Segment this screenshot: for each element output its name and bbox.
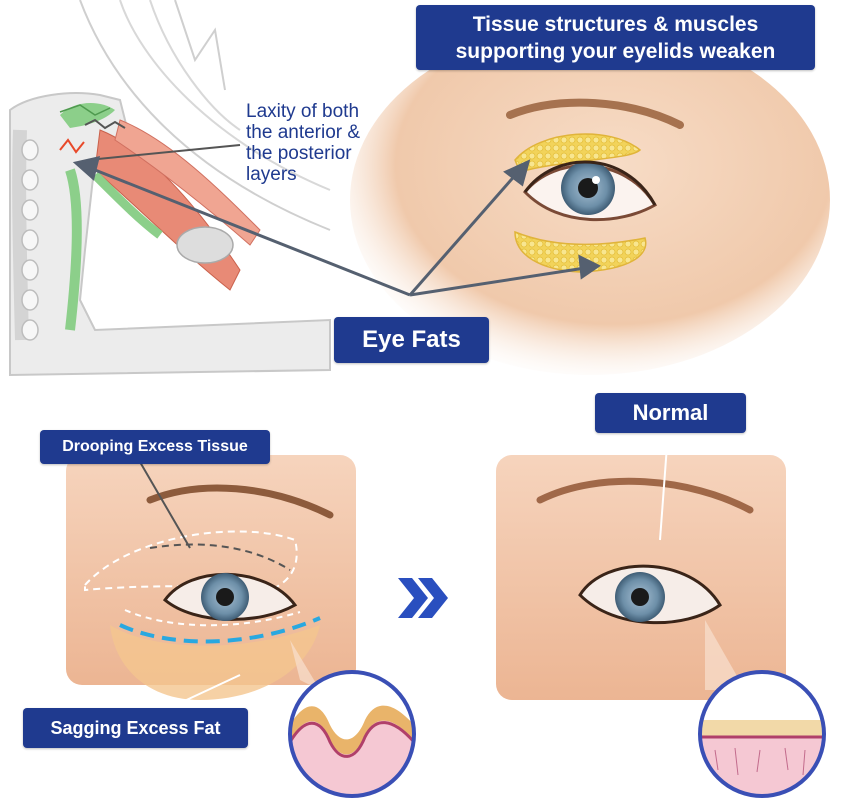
laxity-line-1: Laxity of both	[246, 101, 360, 122]
header-line-1: Tissue structures & muscles	[472, 12, 759, 36]
header-line-2: supporting your eyelids weaken	[455, 39, 776, 63]
eye-fats-illustration	[350, 25, 830, 375]
droopy-eye-panel	[66, 455, 356, 711]
eye-fats-label: Eye Fats	[334, 317, 489, 363]
anatomy-cross-section	[0, 0, 331, 380]
double-chevron-right-icon	[398, 578, 448, 618]
laxity-pointer-line	[87, 144, 241, 161]
eye-fats-arrows	[72, 155, 601, 297]
sagging-fat-label: Sagging Excess Fat	[23, 708, 248, 748]
normal-skin-magnifier	[698, 670, 826, 798]
saggy-skin-magnifier	[288, 670, 416, 798]
laxity-line-4: layers	[246, 164, 297, 185]
laxity-line-3: the posterior	[246, 143, 352, 164]
normal-label: Normal	[595, 393, 746, 433]
laxity-note: Laxity of both the anterior & the poster…	[246, 101, 360, 185]
header-banner: Tissue structures & muscles supporting y…	[416, 5, 815, 70]
laxity-line-2: the anterior &	[246, 122, 361, 143]
normal-eye-panel	[496, 431, 786, 700]
drooping-tissue-label: Drooping Excess Tissue	[40, 430, 270, 464]
